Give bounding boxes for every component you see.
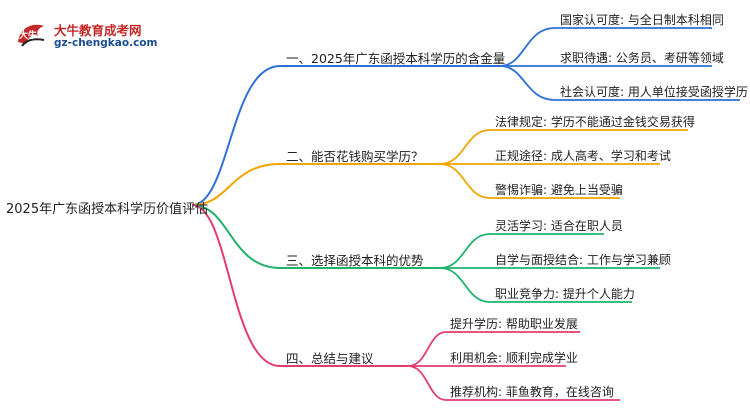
leaf-b4-3: 推荐机构: 菲鱼教育，在线咨询 bbox=[450, 385, 614, 399]
leaf-b4-1: 提升学历: 帮助职业发展 bbox=[450, 317, 578, 331]
logo-url: gz-chengkao.com bbox=[54, 37, 158, 49]
connector-root-branch-4 bbox=[191, 204, 408, 367]
branch-3-label: 三、选择函授本科的优势 bbox=[286, 253, 424, 268]
connector-b3-c3 bbox=[439, 267, 632, 303]
bull-logo-icon: 大牛 bbox=[18, 24, 45, 47]
connector-b2-c3 bbox=[439, 163, 620, 199]
leaf-b3-1: 灵活学习: 适合在职人员 bbox=[495, 219, 623, 233]
leaf-b3-2: 自学与面授结合: 工作与学习兼顾 bbox=[495, 253, 671, 267]
connector-b1-c1 bbox=[499, 27, 712, 67]
leaf-b1-1: 国家认可度: 与全日制本科相同 bbox=[560, 13, 724, 27]
connector-root-branch-2 bbox=[191, 163, 440, 206]
connector-root-branch-3 bbox=[191, 204, 440, 269]
leaf-b1-3: 社会认可度: 用人单位接受函授学历 bbox=[560, 85, 748, 99]
connector-root-branch-1 bbox=[191, 65, 500, 206]
leaf-b3-3: 职业竞争力: 提升个人能力 bbox=[495, 287, 635, 301]
site-logo[interactable]: 大牛 大牛教育成考网 gz-chengkao.com bbox=[14, 18, 164, 52]
logo-title: 大牛教育成考网 bbox=[54, 23, 142, 38]
connector-b4-c1 bbox=[407, 331, 580, 367]
branch-1-label: 一、2025年广东函授本科学历的含金量 bbox=[286, 51, 506, 66]
root-node: 2025年广东函授本科学历价值评估 bbox=[6, 202, 209, 217]
leaf-b2-2: 正规途径: 成人高考、学习和考试 bbox=[495, 149, 671, 163]
branch-4-label: 四、总结与建议 bbox=[286, 351, 374, 366]
connector-b3-c1 bbox=[439, 233, 604, 269]
logo-badge-text: 大牛 bbox=[19, 29, 37, 41]
connector-b4-c3 bbox=[407, 365, 620, 401]
branch-2-label: 二、能否花钱购买学历？ bbox=[286, 149, 424, 164]
connector-b1-c3 bbox=[499, 65, 740, 101]
leaf-b2-3: 警惕诈骗: 避免上当受骗 bbox=[495, 183, 623, 197]
leaf-b2-1: 法律规定: 学历不能通过金钱交易获得 bbox=[495, 115, 695, 129]
connector-b2-c1 bbox=[439, 129, 688, 165]
leaf-b4-2: 利用机会: 顺利完成学业 bbox=[450, 351, 578, 365]
leaf-b1-2: 求职待遇: 公务员、考研等领域 bbox=[560, 51, 724, 65]
